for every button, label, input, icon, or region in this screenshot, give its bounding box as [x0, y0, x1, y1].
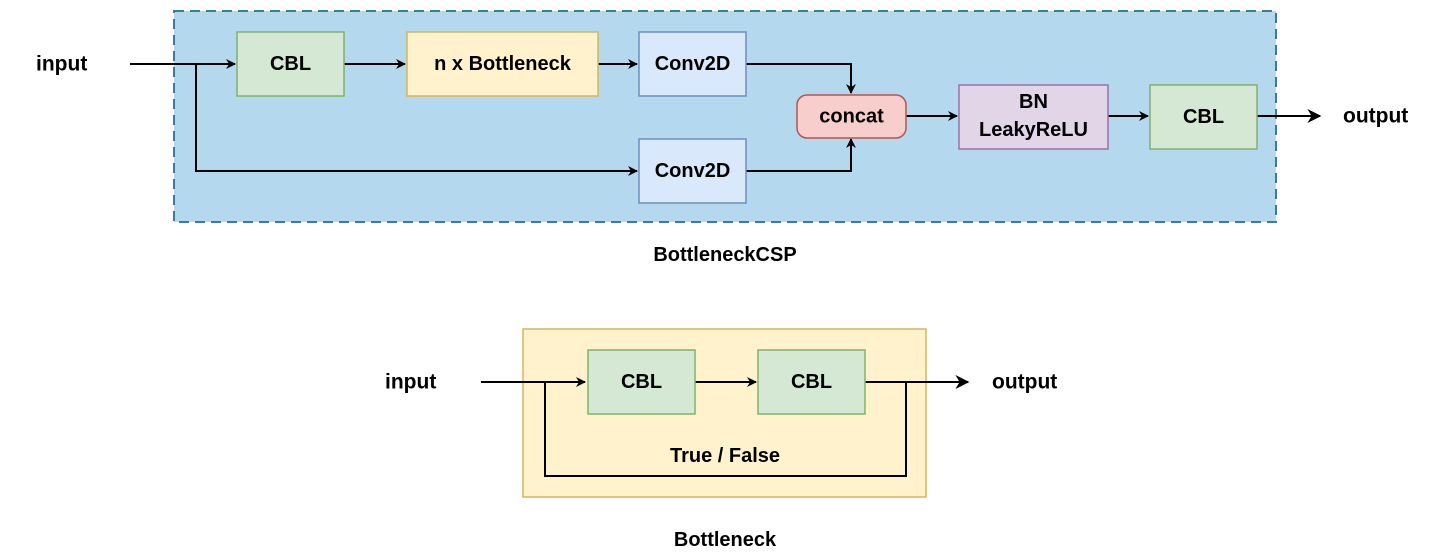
- csp-node-conv2d-bottom-label: Conv2D: [655, 160, 731, 182]
- bottleneck-section: CBL CBL True / False input output Bottle…: [385, 328, 1057, 551]
- csp-caption: BottleneckCSP: [653, 244, 796, 266]
- csp-node-conv2d-top-label: Conv2D: [655, 53, 731, 75]
- csp-node-cbl-1: CBL: [236, 31, 345, 97]
- csp-node-conv2d-top: Conv2D: [638, 31, 747, 97]
- csp-node-cbl-2: CBL: [1149, 84, 1258, 150]
- csp-node-bn-label: BN: [1019, 91, 1048, 113]
- bottleneck-node-cbl-2-label: CBL: [791, 371, 832, 393]
- csp-node-concat: concat: [796, 94, 907, 139]
- bottleneck-shortcut-label: True / False: [670, 445, 780, 467]
- bottleneck-node-cbl-2: CBL: [757, 349, 866, 415]
- csp-node-n-bottleneck-label: n x Bottleneck: [434, 53, 572, 75]
- csp-edge-split-to-conv2d-bottom: [195, 64, 638, 176]
- csp-output-label: output: [1343, 105, 1408, 128]
- csp-edge-conv2d-bottom-to-concat: [746, 138, 856, 172]
- bottleneck-caption: Bottleneck: [674, 529, 777, 551]
- csp-node-n-bottleneck: n x Bottleneck: [406, 31, 599, 97]
- bottleneck-input-label: input: [385, 371, 436, 394]
- csp-node-cbl-2-label: CBL: [1183, 106, 1224, 128]
- bottleneck-node-cbl-1: CBL: [587, 349, 696, 415]
- csp-edge-conv2d-top-to-concat: [746, 63, 856, 94]
- csp-node-leakyrelu-label: LeakyReLU: [979, 119, 1088, 141]
- csp-input-label: input: [36, 53, 87, 76]
- csp-node-concat-label: concat: [819, 106, 884, 128]
- bottleneck-edge-shortcut: [544, 382, 907, 477]
- bottleneck-output-label: output: [992, 371, 1057, 394]
- csp-node-cbl-1-label: CBL: [270, 53, 311, 75]
- csp-node-bn-leakyrelu: BN LeakyReLU: [958, 84, 1109, 150]
- csp-node-conv2d-bottom: Conv2D: [638, 138, 747, 204]
- csp-section: CBL n x Bottleneck Conv2D Conv2D concat …: [36, 10, 1408, 266]
- bottleneck-node-cbl-1-label: CBL: [621, 371, 662, 393]
